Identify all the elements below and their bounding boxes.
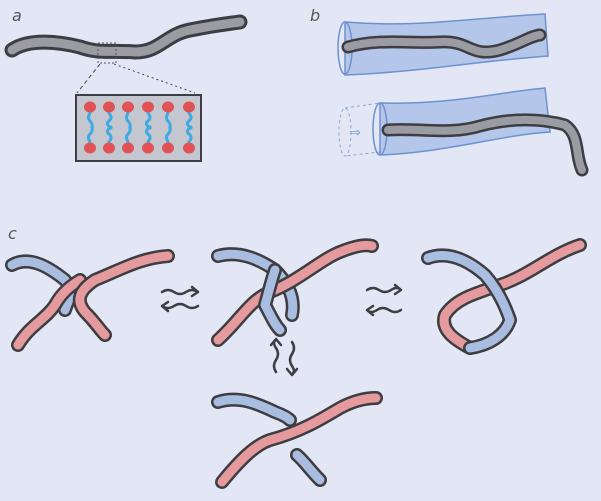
lipid-tail bbox=[185, 125, 193, 144]
lipid-tail bbox=[105, 125, 113, 144]
lipid-head bbox=[84, 101, 96, 113]
strand-pink bbox=[217, 393, 381, 487]
lipid-head bbox=[142, 142, 154, 154]
lipid-head bbox=[183, 142, 195, 154]
strand-blue bbox=[292, 450, 325, 485]
bilayer-inset bbox=[75, 94, 202, 162]
strand-blue bbox=[260, 265, 285, 335]
zoom-line-right bbox=[113, 63, 196, 94]
tube-b-bottom: ⇒ bbox=[338, 87, 589, 177]
strand-pink bbox=[439, 240, 585, 353]
lipid-head bbox=[103, 101, 115, 113]
lipid-tail bbox=[185, 111, 193, 130]
strand-blue bbox=[7, 256, 75, 315]
lipid-head bbox=[84, 142, 96, 154]
panel-label-c: c bbox=[8, 224, 17, 243]
strand-blue bbox=[423, 250, 515, 353]
strand-pink bbox=[75, 251, 173, 340]
lipid-tail bbox=[144, 125, 152, 144]
lipid-head bbox=[103, 142, 115, 154]
lipid-tail bbox=[105, 111, 113, 130]
equilibrium-arrow-down bbox=[269, 337, 299, 377]
panel-label-b: b bbox=[310, 6, 321, 25]
lipid-tail bbox=[87, 125, 94, 144]
push-arrow-icon: ⇒ bbox=[349, 125, 361, 141]
lipid-head bbox=[162, 101, 174, 113]
lipid-tail bbox=[125, 125, 132, 144]
lipid-head bbox=[122, 142, 134, 154]
lipid-head bbox=[142, 101, 154, 113]
strand-configurations bbox=[5, 238, 587, 489]
zoom-region-box bbox=[97, 42, 117, 64]
lipid-tail bbox=[144, 111, 152, 130]
strand-outline bbox=[215, 391, 383, 489]
lipid-head bbox=[183, 101, 195, 113]
lipid-head bbox=[162, 142, 174, 154]
lipid-tail bbox=[165, 125, 172, 144]
lipid-head bbox=[122, 101, 134, 113]
lipid-bilayer bbox=[84, 101, 195, 154]
strand-blue bbox=[213, 395, 295, 425]
membrane-tube-a bbox=[4, 14, 248, 60]
equilibrium-arrow-right bbox=[365, 283, 403, 317]
zoom-line-left bbox=[76, 63, 101, 94]
strand-pink bbox=[13, 275, 85, 350]
equilibrium-arrow-left bbox=[160, 285, 200, 313]
tube-b-top bbox=[337, 13, 549, 76]
strand-pink bbox=[213, 240, 377, 345]
panel-label-a: a bbox=[12, 6, 22, 25]
